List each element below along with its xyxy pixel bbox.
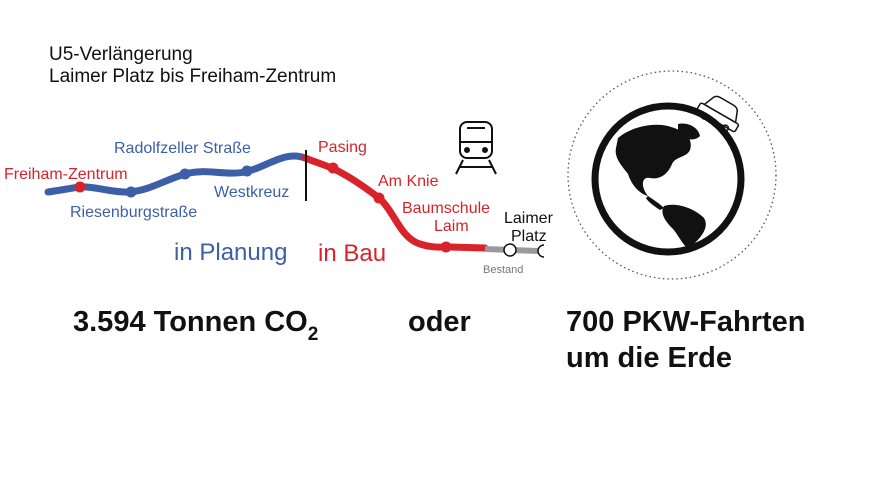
station-dot-westkreuz bbox=[241, 165, 253, 177]
globe-icon bbox=[591, 102, 745, 256]
station-label-radolfzeller: Radolfzeller Straße bbox=[114, 140, 251, 157]
trips-line-2: um die Erde bbox=[566, 342, 732, 374]
co2-amount: 3.594 Tonnen CO2 bbox=[73, 306, 318, 346]
station-dot-radolfzeller bbox=[179, 168, 191, 180]
train-icon bbox=[455, 121, 497, 175]
trips-line-1: 700 PKW-Fahrten bbox=[566, 306, 806, 338]
orbit-ring bbox=[567, 70, 777, 280]
station-label-riesenburg: Riesenburgstraße bbox=[70, 204, 198, 221]
station-label-baumschule-1: Baumschule bbox=[402, 200, 491, 217]
station-label-pasing: Pasing bbox=[318, 139, 367, 156]
station-dot-riesenburg bbox=[125, 186, 137, 198]
station-dot-freiham bbox=[74, 181, 86, 193]
title-line-1: U5-Verlängerung bbox=[49, 44, 193, 65]
or-text: oder bbox=[408, 306, 471, 338]
station-label-laimer-2: Platz bbox=[511, 228, 547, 245]
station-label-baumschule-2: Laim bbox=[434, 218, 469, 235]
line-terminus-mark bbox=[537, 244, 545, 258]
station-label-laimer-1: Laimer bbox=[504, 210, 553, 227]
car-icon bbox=[696, 95, 740, 133]
station-label-westkreuz: Westkreuz bbox=[214, 184, 290, 201]
co2-amount-text: 3.594 Tonnen CO bbox=[73, 306, 308, 338]
station-dot-pasing bbox=[327, 162, 339, 174]
legend-construction: in Bau bbox=[318, 240, 387, 267]
co2-subscript: 2 bbox=[307, 324, 319, 345]
station-dot-laimer-platz bbox=[503, 243, 517, 257]
legend-existing: Bestand bbox=[483, 264, 524, 276]
station-dot-baumschule bbox=[440, 241, 452, 253]
station-dot-amknie bbox=[373, 192, 385, 204]
station-label-freiham: Freiham-Zentrum bbox=[4, 166, 128, 183]
title-line-2: Laimer Platz bis Freiham-Zentrum bbox=[49, 66, 337, 87]
station-label-amknie: Am Knie bbox=[378, 173, 439, 190]
legend-planning: in Planung bbox=[174, 239, 288, 266]
diagram-title: U5-Verlängerung Laimer Platz bis Freiham… bbox=[49, 44, 336, 88]
